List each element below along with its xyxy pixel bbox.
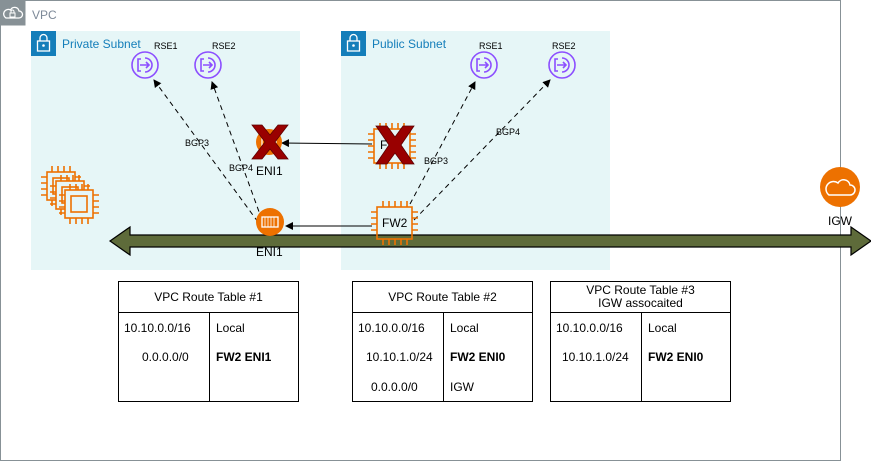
route-table-2-dest: 10.10.0.0/16 bbox=[358, 321, 425, 335]
fw2-label: FW2 bbox=[382, 216, 408, 230]
eni1-lower-label: ENI1 bbox=[256, 245, 283, 259]
public-bgp3-label: BGP3 bbox=[424, 156, 449, 166]
private-bgp3-label: BGP3 bbox=[185, 138, 210, 148]
bgp4-public-arrow bbox=[413, 79, 551, 221]
private-rse1-label: RSE1 bbox=[154, 41, 178, 51]
bgp3-private-arrow bbox=[153, 79, 259, 223]
eni1-upper-label: ENI1 bbox=[256, 164, 283, 178]
igw-icon bbox=[820, 167, 860, 207]
public-rse2-endpoint-icon bbox=[548, 51, 576, 79]
route-table-2-target: FW2 ENI0 bbox=[450, 350, 506, 364]
route-table-2-target: IGW bbox=[450, 380, 474, 394]
public-rse1-endpoint-icon bbox=[470, 51, 498, 79]
bgp-dashed-arrows bbox=[153, 79, 551, 223]
private-rse1-endpoint-icon bbox=[131, 51, 159, 79]
vpc-label: VPC bbox=[32, 8, 57, 22]
route-table-3-title: VPC Route Table #3 IGW assocaited bbox=[551, 282, 730, 313]
eni1-icon bbox=[256, 208, 284, 236]
private-subnet-area bbox=[31, 31, 300, 270]
private-rse2-endpoint-icon bbox=[194, 51, 222, 79]
failure-x-icon-public bbox=[375, 125, 415, 165]
route-table-2-divider bbox=[443, 312, 444, 401]
route-table-3-divider bbox=[641, 312, 642, 401]
route-table-1-dest: 0.0.0.0/0 bbox=[142, 350, 189, 364]
fw2-instance-icon bbox=[371, 201, 418, 245]
public-subnet-label: Public Subnet bbox=[372, 37, 447, 51]
route-table-3-title-line-1: VPC Route Table #3 bbox=[586, 283, 695, 297]
failure-x-icon bbox=[251, 124, 289, 160]
route-table-1-title-line-1: VPC Route Table #1 bbox=[154, 289, 263, 304]
route-table-3-target: Local bbox=[648, 321, 677, 335]
route-table-3-dest: 10.10.1.0/24 bbox=[562, 350, 629, 364]
route-table-3: VPC Route Table #3 IGW assocaited 10.10.… bbox=[550, 281, 731, 402]
public-subnet-lock-icon bbox=[341, 31, 366, 56]
route-table-2-target: Local bbox=[450, 321, 479, 335]
route-table-1: VPC Route Table #1 10.10.0.0/16 Local 0.… bbox=[118, 281, 299, 402]
route-table-3-target: FW2 ENI0 bbox=[648, 350, 704, 364]
public-rse2-label: RSE2 bbox=[552, 41, 576, 51]
private-rse2-label: RSE2 bbox=[212, 41, 236, 51]
network-bus-arrow bbox=[108, 225, 871, 257]
route-table-3-title-line-2: IGW assocaited bbox=[598, 296, 683, 310]
route-table-1-title: VPC Route Table #1 bbox=[119, 282, 298, 313]
route-table-1-divider bbox=[209, 312, 210, 401]
route-table-2: VPC Route Table #2 10.10.0.0/16 Local 10… bbox=[352, 281, 533, 402]
failed-fw-to-eni1-arrow bbox=[281, 139, 373, 148]
private-bgp4-label: BGP4 bbox=[229, 163, 254, 173]
route-table-2-dest: 0.0.0.0/0 bbox=[371, 380, 418, 394]
public-rse1-label: RSE1 bbox=[479, 41, 503, 51]
public-bgp4-label: BGP4 bbox=[496, 127, 521, 137]
private-subnet-label: Private Subnet bbox=[62, 37, 141, 51]
route-table-2-title-line-1: VPC Route Table #2 bbox=[388, 289, 497, 304]
route-table-1-dest: 10.10.0.0/16 bbox=[124, 321, 191, 335]
vpc-icon bbox=[0, 0, 26, 26]
route-table-2-dest: 10.10.1.0/24 bbox=[366, 350, 433, 364]
route-table-2-title: VPC Route Table #2 bbox=[353, 282, 532, 313]
igw-label: IGW bbox=[828, 214, 852, 228]
failed-fw-label: F bbox=[380, 138, 388, 152]
bgp4-private-arrow bbox=[210, 81, 263, 221]
private-subnet-lock-icon bbox=[31, 31, 56, 56]
route-table-3-dest: 10.10.0.0/16 bbox=[556, 321, 623, 335]
ec2-instances-icon bbox=[41, 166, 99, 224]
route-table-1-target: Local bbox=[216, 321, 245, 335]
route-table-1-target: FW2 ENI1 bbox=[216, 350, 272, 364]
